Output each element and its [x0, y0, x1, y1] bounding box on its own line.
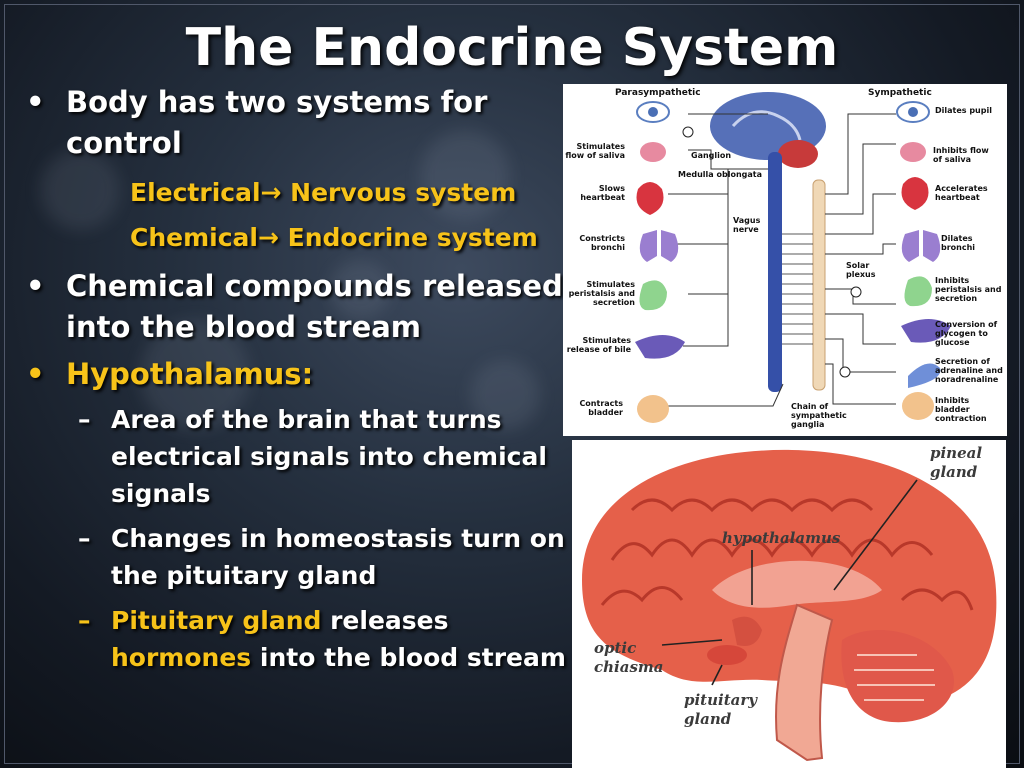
right-label-adrenaline: Secretion of adrenaline and noradrenalin… — [935, 357, 1003, 384]
spinal-cord — [768, 152, 782, 392]
slide-content: • Body has two systems for control Elect… — [26, 82, 566, 684]
bladder-icon — [637, 395, 669, 423]
right-label-heartbeat: Accelerates heartbeat — [935, 184, 988, 202]
stomach-icon — [639, 280, 667, 311]
stomach-icon — [904, 276, 932, 307]
background-bokeh — [420, 130, 510, 220]
right-label-pupil: Dilates pupil — [935, 106, 992, 115]
sympathetic-chain — [812, 179, 826, 391]
sub-item-chemical: Chemical→ Endocrine system — [130, 223, 538, 252]
ganglion-label: Ganglion — [691, 151, 732, 160]
dash-marker: – — [78, 405, 91, 434]
dash-text: into the blood stream — [251, 643, 566, 672]
right-label-glycogen: Conversion of glycogen to glucose — [935, 320, 998, 347]
lungs-icon — [639, 230, 679, 262]
left-label-bronchi: Constricts bronchi — [579, 234, 625, 252]
nervous-system-diagram: Parasympathetic Sympathetic Ganglion Med… — [563, 84, 1007, 436]
dash-text: releases — [321, 606, 449, 635]
corpus-callosum-shape — [712, 560, 882, 608]
dash-marker: – — [78, 606, 91, 635]
left-label-peristalsis: Stimulates peristalsis and secretion — [568, 280, 635, 307]
highlight-pituitary: Pituitary gland — [111, 606, 322, 635]
bullet-text: Hypothalamus: — [66, 357, 314, 391]
bladder-icon — [902, 392, 934, 420]
bullet-chemical-compounds: • Chemical compounds released into the b… — [26, 266, 566, 348]
slide-title: The Endocrine System — [185, 18, 839, 78]
bullet-control: • Body has two systems for control — [26, 82, 566, 164]
dash-text: Changes in homeostasis turn on the pitui… — [111, 524, 565, 590]
heart-icon — [901, 177, 929, 210]
vagus-nerve-label: Vagus nerve — [733, 216, 761, 234]
heart-icon — [636, 182, 664, 215]
background-bokeh — [40, 150, 120, 230]
background-bokeh — [470, 360, 540, 430]
background-bokeh — [330, 260, 390, 320]
pineal-gland-label: pineal gland — [930, 444, 983, 481]
left-label-bile: Stimulates release of bile — [566, 336, 631, 354]
left-label-heartbeat: Slows heartbeat — [580, 184, 625, 202]
hypothalamus-label: hypothalamus — [722, 529, 841, 547]
optic-chiasma-label: optic chiasma — [594, 639, 664, 676]
medulla-label: Medulla oblongata — [678, 170, 762, 179]
salivary-gland-icon — [640, 142, 666, 162]
lungs-icon — [901, 230, 941, 262]
dash-item-pituitary: – Pituitary gland releases hormones into… — [26, 602, 566, 676]
liver-icon — [635, 335, 685, 359]
left-label-saliva: Stimulates flow of saliva — [565, 142, 625, 160]
bullet-hypothalamus: • Hypothalamus: — [26, 354, 566, 395]
bullet-text: Body has two systems for control — [66, 85, 488, 160]
brainstem-shape — [775, 603, 834, 762]
chain-ganglia-label: Chain of sympathetic ganglia — [791, 402, 847, 429]
liver-icon — [901, 319, 951, 343]
bullet-dot: • — [26, 85, 45, 119]
left-label-bladder: Contracts bladder — [579, 399, 623, 417]
adrenal-gland-icon — [908, 363, 941, 388]
bullet-dot: • — [26, 357, 45, 391]
parasympathetic-header: Parasympathetic — [615, 88, 701, 98]
sub-item-electrical: Electrical→ Nervous system — [130, 178, 517, 207]
diagram-drawing — [635, 92, 951, 423]
brain-section-image: pineal gland hypothalamus optic chiasma … — [572, 440, 1006, 768]
dash-item-brain-area: – Area of the brain that turns electrica… — [26, 401, 566, 512]
right-label-bladder: Inhibits bladder contraction — [935, 396, 987, 423]
salivary-gland-icon — [900, 142, 926, 162]
cerebellum-icon — [778, 140, 818, 168]
background-bokeh — [140, 320, 250, 430]
dash-item-homeostasis: – Changes in homeostasis turn on the pit… — [26, 520, 566, 594]
bullet-text: Chemical compounds released into the blo… — [66, 269, 563, 344]
slide-frame — [4, 4, 1020, 764]
highlight-hormones: hormones — [111, 643, 252, 672]
right-label-bronchi: Dilates bronchi — [941, 234, 976, 252]
solar-plexus-label: Solar plexus — [846, 261, 876, 279]
dash-text: Area of the brain that turns electrical … — [111, 405, 547, 508]
dash-marker: – — [78, 524, 91, 553]
right-label-peristalsis: Inhibits peristalsis and secretion — [935, 276, 1002, 303]
brain-drawing — [582, 449, 997, 762]
pituitary-shape — [707, 645, 747, 665]
pituitary-gland-label: pituitary gland — [684, 691, 757, 728]
sympathetic-header: Sympathetic — [868, 88, 932, 98]
right-label-saliva: Inhibits flow of saliva — [933, 146, 989, 164]
bullet-dot: • — [26, 269, 45, 303]
